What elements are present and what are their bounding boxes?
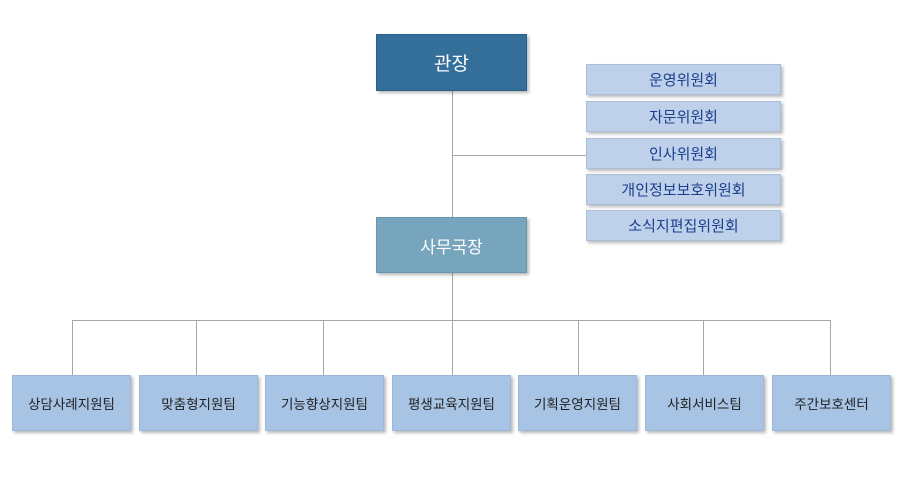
- team-box: 주간보호센터: [772, 375, 891, 431]
- committee-box: 운영위원회: [586, 64, 781, 95]
- team-label: 상담사례지원팀: [28, 397, 115, 413]
- secretary-general-label: 사무국장: [420, 237, 483, 258]
- connector-team-drop: [323, 320, 324, 375]
- committee-box: 자문위원회: [586, 101, 781, 132]
- connector-teams-bus: [72, 320, 831, 321]
- connector-team-drop: [196, 320, 197, 375]
- committee-label: 운영위원회: [648, 71, 718, 89]
- committee-box: 개인정보보호위원회: [586, 174, 781, 205]
- team-box: 맞춤형지원팀: [139, 375, 258, 431]
- committee-label: 개인정보보호위원회: [621, 181, 746, 199]
- connector-secretary-to-teams: [452, 273, 453, 320]
- team-box: 평생교육지원팀: [392, 375, 511, 431]
- team-label: 기획운영지원팀: [534, 397, 621, 413]
- team-box: 기획운영지원팀: [518, 375, 637, 431]
- director-box: 관장: [376, 34, 527, 91]
- team-label: 기능향상지원팀: [281, 397, 368, 413]
- connector-team-drop: [72, 320, 73, 375]
- team-label: 주간보호센터: [794, 397, 869, 413]
- committee-box: 소식지편집위원회: [586, 210, 781, 241]
- connector-team-drop: [452, 320, 453, 375]
- team-box: 기능향상지원팀: [265, 375, 384, 431]
- committee-box: 인사위원회: [586, 138, 781, 169]
- committee-label: 인사위원회: [648, 145, 718, 163]
- connector-to-committees: [452, 155, 586, 156]
- secretary-general-box: 사무국장: [376, 217, 527, 273]
- connector-team-drop: [830, 320, 831, 375]
- committee-label: 소식지편집위원회: [628, 217, 739, 235]
- connector-team-drop: [703, 320, 704, 375]
- team-box: 사회서비스팀: [645, 375, 764, 431]
- team-label: 평생교육지원팀: [408, 397, 495, 413]
- connector-team-drop: [578, 320, 579, 375]
- committee-label: 자문위원회: [648, 108, 718, 126]
- director-label: 관장: [434, 53, 469, 75]
- connector-director-to-secretary: [452, 91, 453, 217]
- team-label: 맞춤형지원팀: [161, 397, 236, 413]
- team-label: 사회서비스팀: [667, 397, 742, 413]
- team-box: 상담사례지원팀: [12, 375, 131, 431]
